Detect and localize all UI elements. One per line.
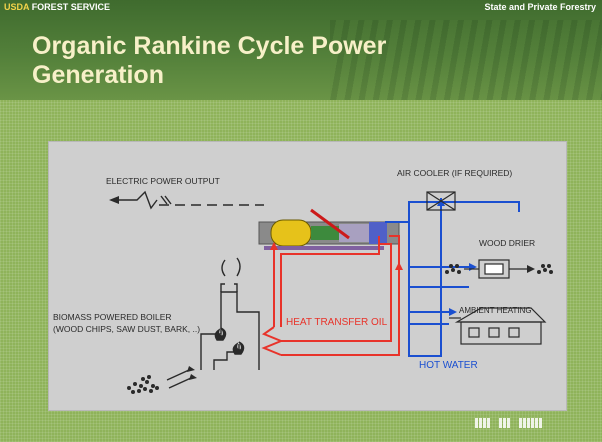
slide-title: Organic Rankine Cycle Power Generation (32, 32, 387, 89)
boiler-fuel-label: (WOOD CHIPS, SAW DUST, BARK, ..) (53, 324, 201, 334)
house (449, 307, 547, 345)
air-cooler (426, 191, 456, 211)
orc-turbine-unit (258, 208, 400, 250)
boiler (166, 257, 260, 389)
usda-label: USDA (4, 2, 30, 12)
agency-header: USDA FOREST SERVICE (4, 2, 110, 12)
heat-transfer-oil-label: HEAT TRANSFER OIL (286, 317, 388, 328)
division-header: State and Private Forestry (484, 2, 596, 12)
hot-water-label: HOT WATER (419, 360, 478, 371)
wood-drier-label: WOOD DRIER (479, 238, 536, 248)
air-cooler-label: AIR COOLER (IF REQUIRED) (397, 168, 513, 178)
orc-diagram: ELECTRIC POWER OUTPUT AIR COOLER (IF REQ… (48, 141, 567, 411)
diagram-graphics (109, 190, 553, 394)
electric-output-arrow (109, 190, 264, 210)
electric-output-label: ELECTRIC POWER OUTPUT (106, 176, 220, 186)
wood-drier (464, 259, 535, 279)
wood-pile-in (445, 264, 461, 274)
ambient-heating-label: AMBIENT HEATING (459, 306, 532, 315)
boiler-label: BIOMASS POWERED BOILER (53, 312, 172, 322)
forest-service-label: FOREST SERVICE (31, 2, 111, 12)
wood-chip-pile (127, 375, 159, 394)
wood-pile-out (537, 264, 553, 274)
forest-backdrop (330, 20, 602, 100)
heat-transfer-oil-loop (261, 235, 403, 356)
hot-water-loop (385, 198, 520, 357)
company-logo (475, 418, 542, 428)
header-band (0, 0, 602, 100)
